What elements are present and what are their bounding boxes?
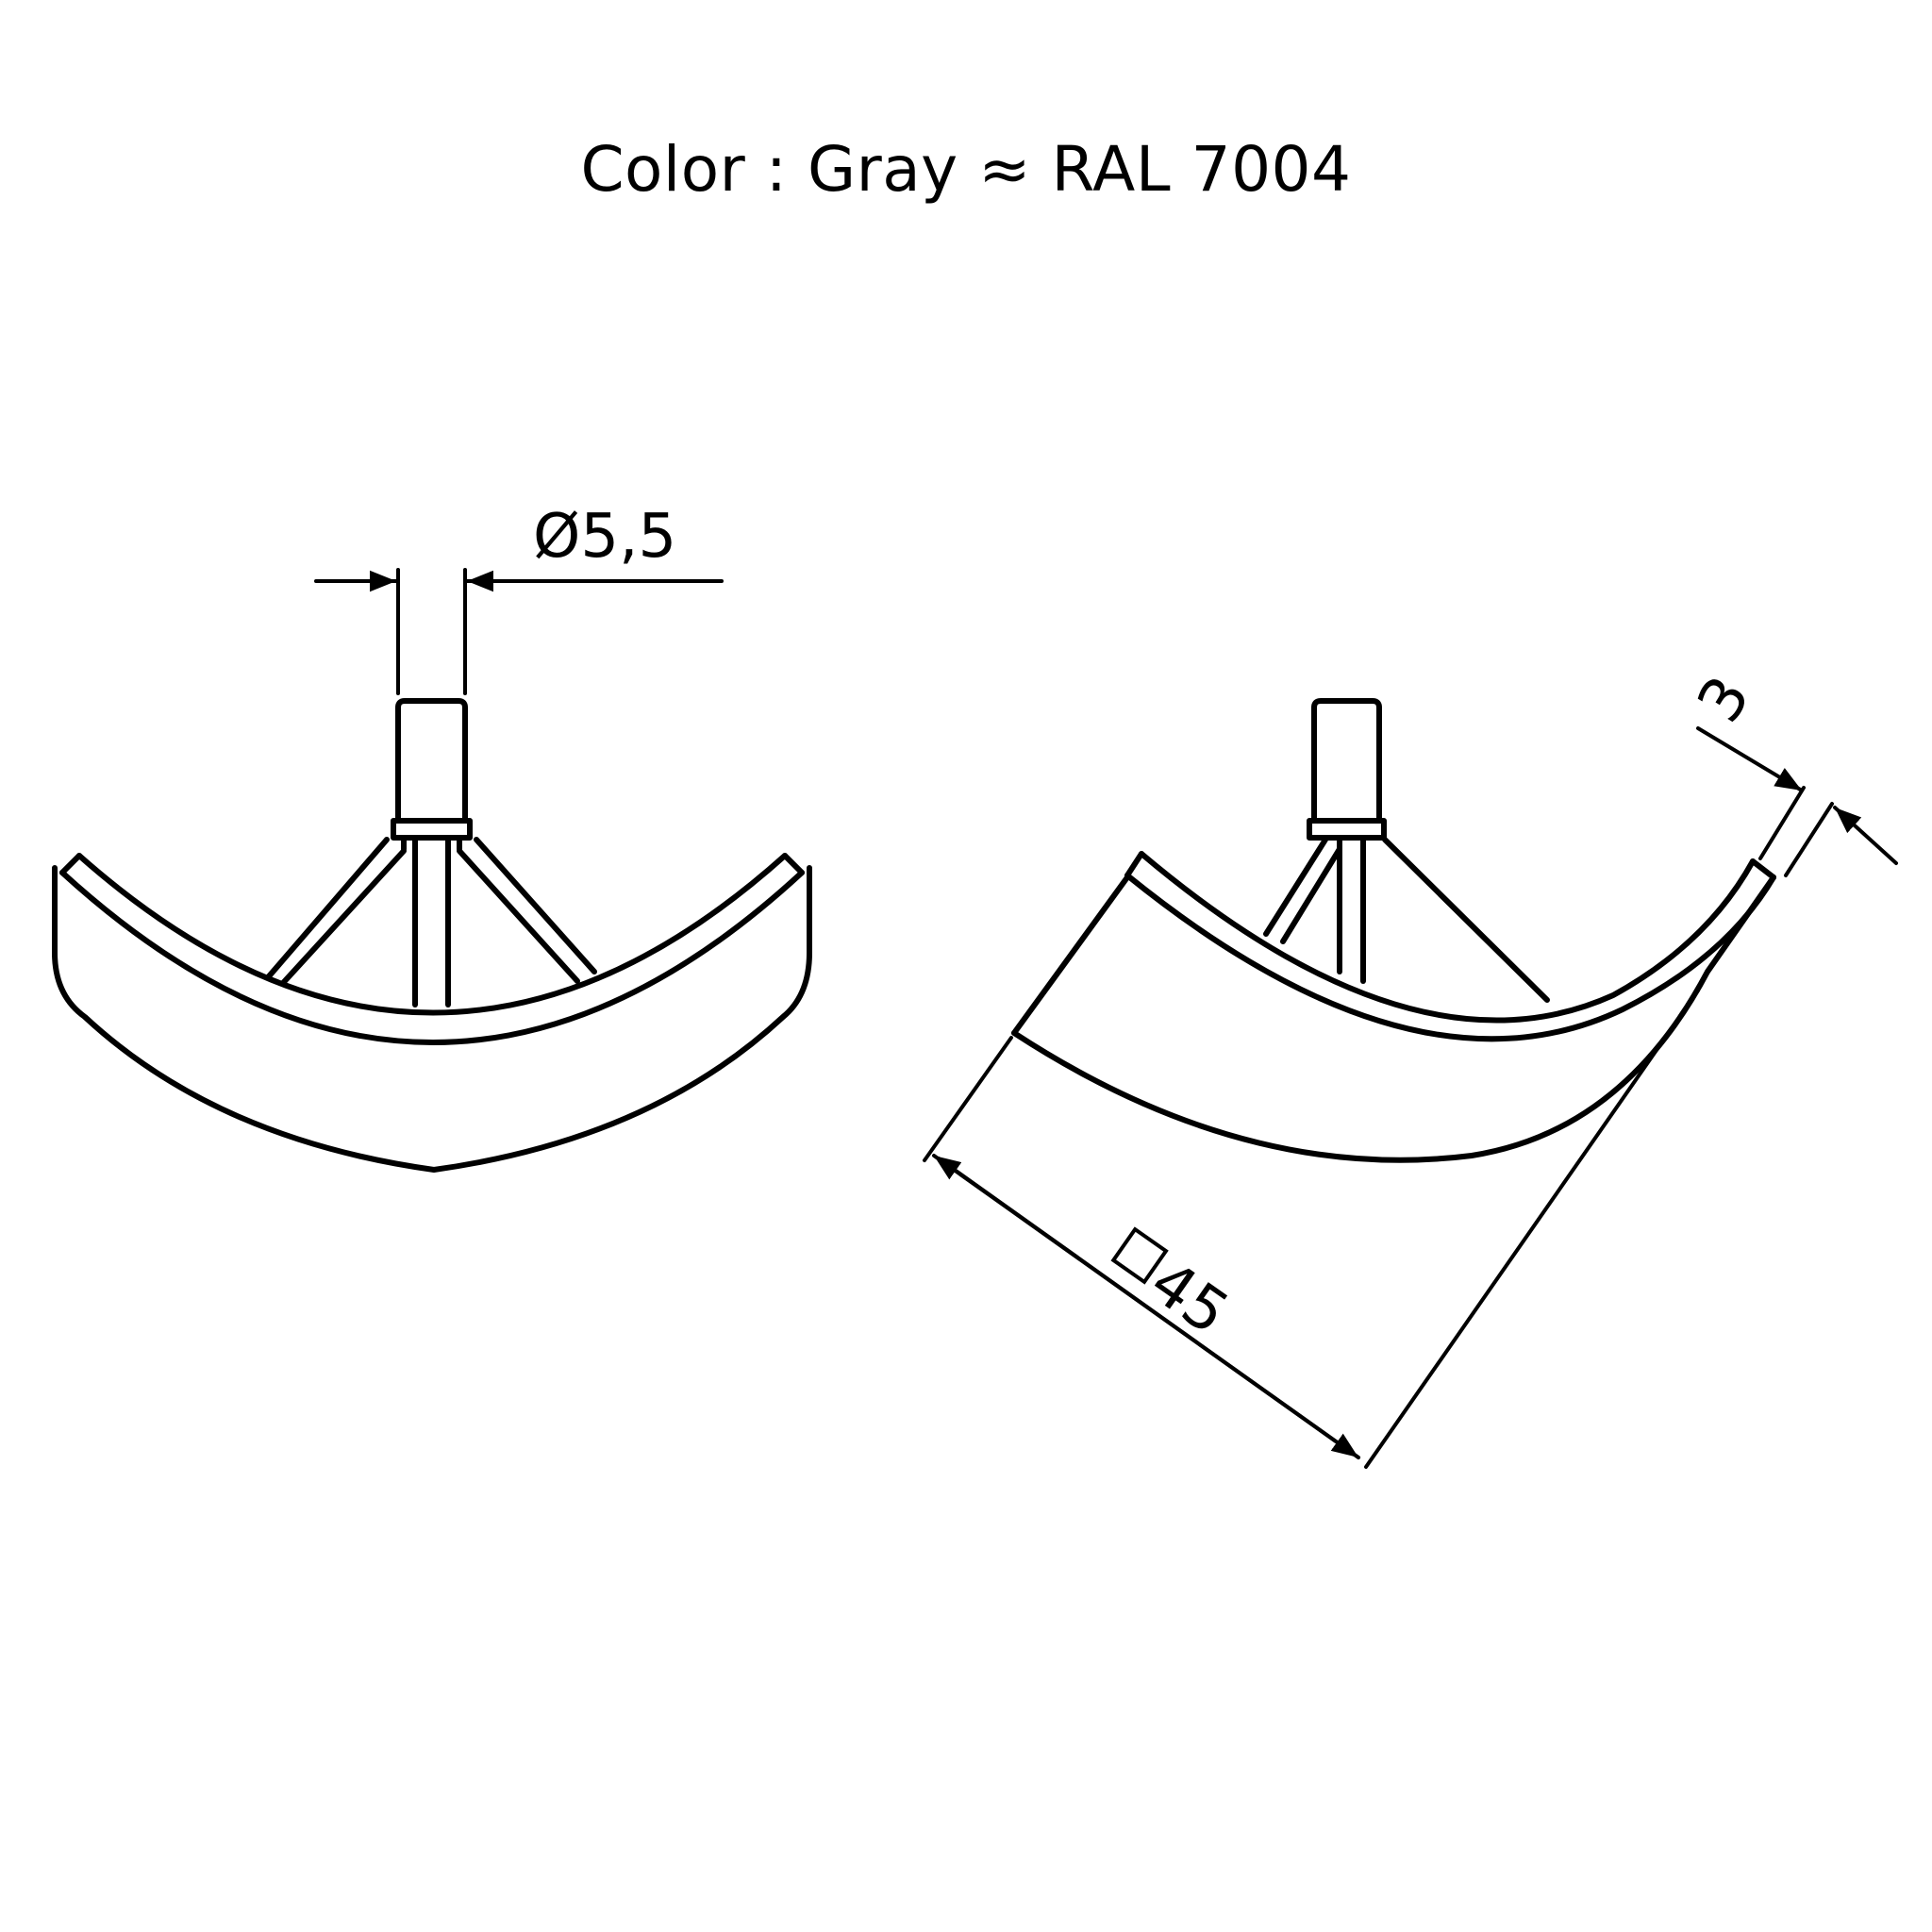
curved-cap	[52, 853, 812, 1173]
square-symbol-icon	[1110, 1226, 1169, 1285]
ribs	[266, 837, 597, 986]
thickness-label: 3	[1685, 665, 1764, 735]
thickness-dimension: 3	[1685, 665, 1898, 877]
iso-ribs	[1263, 837, 1550, 1003]
iso-stem	[1307, 698, 1387, 984]
stem	[391, 698, 473, 1008]
iso-curved-cap	[1011, 851, 1776, 1163]
color-specification-title: Color : Gray ≈ RAL 7004	[580, 133, 1352, 206]
iso-view: 45 3	[923, 665, 1898, 1469]
diameter-label: Ø5,5	[533, 502, 676, 572]
diameter-dimension: Ø5,5	[314, 502, 724, 695]
square-label: 45	[1138, 1247, 1241, 1348]
front-view: Ø5,5	[52, 502, 812, 1173]
square-dimension: 45	[923, 989, 1700, 1469]
